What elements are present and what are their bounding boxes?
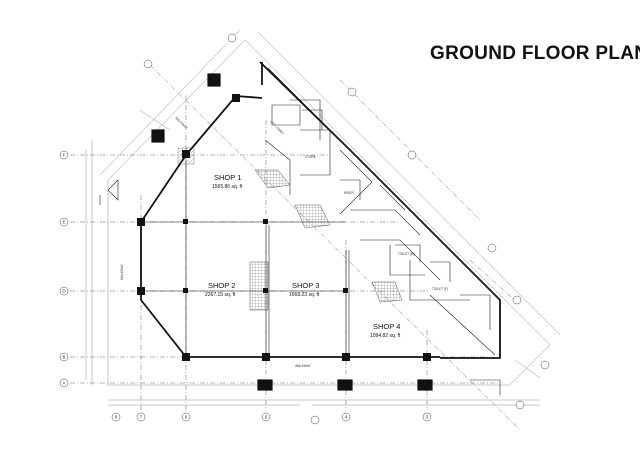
column [182,353,190,361]
grid-bubble-3: 3 [426,415,429,420]
walkway-left-label: WALKWAY [120,263,124,280]
column [337,379,353,391]
column [137,287,145,295]
column [232,94,240,102]
column [151,129,165,143]
lift-lobby-label: LIFT LOBBY [269,120,285,136]
entrance-steps [99,179,501,395]
column [423,353,431,361]
grid-bubble-5: 5 [265,415,268,420]
grid-bubble-b: B [62,355,65,360]
shop-4-name: SHOP 4 [373,322,400,331]
column [257,379,273,391]
column [262,353,270,361]
column [263,288,268,293]
columns [137,73,433,391]
shop-2-area: 2267.15 sq. ft [205,292,236,298]
column [183,288,188,293]
column [342,353,350,361]
shop-1-name: SHOP 1 [214,173,241,182]
grid-bubbles-left: F E D B A [59,150,69,388]
floor-finishes [177,147,403,311]
grid-bubbles-diagonal [143,33,550,425]
toilet-m-label: TOILET (M) [398,252,415,256]
shop-4-area: 1094.82 sq. ft [370,333,401,339]
grid-bubble-a: A [62,381,65,386]
column [137,218,145,226]
toilet-f-label: TOILET (F) [432,287,448,291]
column [263,219,268,224]
column [183,219,188,224]
walkway-top-label: WALKWAY [174,116,189,131]
grid-bubble-e: E [62,220,65,225]
store-label: STORE [305,155,316,159]
grid-bubble-f: F [63,153,66,158]
walkway-bottom-label: WALKWAY [295,364,312,368]
grid-bubble-8: 8 [115,415,118,420]
column [207,73,221,87]
shop-3-area: 1668.23 sq. ft [289,292,320,298]
column [417,379,433,391]
grid-bubble-4: 4 [345,415,348,420]
grid-bubble-7: 7 [140,415,143,420]
grid-bubble-d: D [62,289,66,294]
shop-1-area: 1565.86 sq. ft [212,184,243,190]
shop-labels: SHOP 1 1565.86 sq. ft SHOP 2 2267.15 sq.… [205,173,401,339]
grid-bubbles-bottom: 8 7 6 5 4 3 [111,412,432,422]
plan-title: GROUND FLOOR PLAN [430,43,640,64]
column [343,288,348,293]
riser-label: RISER [344,191,354,195]
building-walls [140,61,501,359]
shop-2-name: SHOP 2 [208,281,235,290]
grid-bubble-6: 6 [185,415,188,420]
column [182,150,190,158]
shop-3-name: SHOP 3 [292,281,319,290]
site-boundary [85,29,561,406]
